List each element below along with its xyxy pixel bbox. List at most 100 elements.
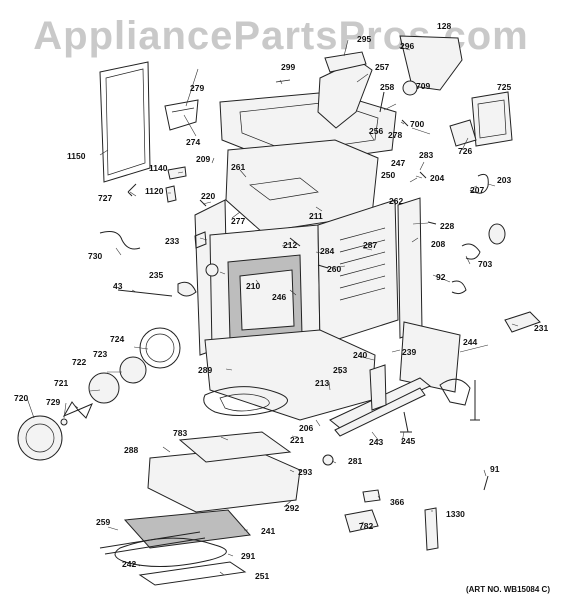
part-label: 251 xyxy=(255,571,270,581)
part-label: 722 xyxy=(72,357,87,367)
ignitor-279 xyxy=(164,99,199,131)
part-label: 295 xyxy=(357,34,372,44)
part-703 xyxy=(461,243,481,260)
broil-element-inner xyxy=(219,393,270,412)
part-label: 724 xyxy=(110,334,125,344)
regulator-725 xyxy=(471,91,513,147)
part-label: 243 xyxy=(369,437,384,447)
part-label: 299 xyxy=(281,62,296,72)
part-label: 727 xyxy=(98,193,113,203)
part-label: 281 xyxy=(348,456,363,466)
drawer-rail xyxy=(99,531,206,555)
part-label: 210 xyxy=(246,281,261,291)
part-label: 783 xyxy=(173,428,188,438)
part-label: 1330 xyxy=(446,509,465,519)
part-label: 220 xyxy=(201,191,216,201)
part-label: 726 xyxy=(458,146,473,156)
drawer-rail-lower xyxy=(138,561,247,586)
bake-element xyxy=(114,537,227,567)
part-label: 721 xyxy=(54,378,69,388)
part-label: 212 xyxy=(283,240,298,250)
broiler-pan xyxy=(178,431,292,463)
part-727 xyxy=(127,183,137,197)
part-1120 xyxy=(165,185,177,203)
part-label: 283 xyxy=(419,150,434,160)
part-label: 244 xyxy=(463,337,478,347)
part-label: 709 xyxy=(416,81,431,91)
door-gasket-inner xyxy=(105,68,146,176)
part-label: 725 xyxy=(497,82,512,92)
part-782 xyxy=(344,509,379,533)
rod-43 xyxy=(117,289,173,297)
flue-cap xyxy=(324,51,367,73)
manifold-lower xyxy=(334,387,426,437)
part-label: 235 xyxy=(149,270,164,280)
part-label: 211 xyxy=(309,211,323,221)
part-204 xyxy=(419,171,427,179)
disc-722 xyxy=(88,372,120,404)
bracket-rod xyxy=(470,380,480,421)
part-label: 274 xyxy=(186,137,201,147)
part-703-cylinder xyxy=(488,223,506,245)
part-label: 233 xyxy=(165,236,180,246)
wheel-723 xyxy=(119,356,147,384)
part-label: 245 xyxy=(401,436,416,446)
part-label: 258 xyxy=(380,82,395,92)
part-label: 262 xyxy=(389,196,404,206)
part-label: 208 xyxy=(431,239,446,249)
part-label: 260 xyxy=(327,264,342,274)
part-label: 241 xyxy=(261,526,276,536)
part-235 xyxy=(205,263,219,277)
part-label: 288 xyxy=(124,445,139,455)
part-label: 240 xyxy=(353,350,368,360)
door-gasket xyxy=(99,61,151,183)
part-label: 242 xyxy=(122,559,137,569)
part-label: 221 xyxy=(290,435,305,445)
part-label: 261 xyxy=(231,162,246,172)
oven-cavity-inner xyxy=(239,269,295,331)
lower-frame xyxy=(204,329,376,421)
wire-730 xyxy=(99,231,141,250)
broil-element xyxy=(203,386,288,416)
fan-721 xyxy=(62,401,93,419)
oven-right-wall xyxy=(317,199,399,346)
part-label: 250 xyxy=(381,170,396,180)
rear-panel-244 xyxy=(399,321,461,393)
part-245 xyxy=(400,411,412,433)
valve-726 xyxy=(449,119,477,147)
part-366 xyxy=(362,489,381,503)
cover-720-inner xyxy=(25,423,55,453)
part-label: 289 xyxy=(198,365,213,375)
part-228 xyxy=(427,221,437,225)
part-91 xyxy=(483,475,489,491)
part-1330 xyxy=(424,507,439,551)
part-label: 700 xyxy=(410,119,425,129)
part-label: 284 xyxy=(320,246,335,256)
part-label: 207 xyxy=(470,185,485,195)
side-vents xyxy=(339,227,386,301)
part-label: 253 xyxy=(333,365,348,375)
part-label: 1140 xyxy=(149,163,168,173)
part-label: 228 xyxy=(440,221,455,231)
part-212 xyxy=(289,237,301,247)
part-label: 278 xyxy=(388,130,403,140)
part-260 xyxy=(317,264,329,269)
part-label: 782 xyxy=(359,521,374,531)
burner-box-opening xyxy=(249,177,319,201)
part-299 xyxy=(275,79,291,83)
part-258 xyxy=(379,91,385,113)
bracket-assembly xyxy=(439,378,471,406)
bracket-239 xyxy=(369,364,387,411)
part-1140 xyxy=(167,166,187,180)
part-label: 92 xyxy=(436,272,446,282)
part-label: 128 xyxy=(437,21,452,31)
spit-frame-724-inner xyxy=(145,333,175,363)
ignitor-274 xyxy=(171,107,195,113)
bracket-231 xyxy=(504,311,541,333)
part-label: 91 xyxy=(490,464,500,474)
part-label: 203 xyxy=(497,175,512,185)
part-label: 279 xyxy=(190,83,205,93)
part-label: 720 xyxy=(14,393,29,403)
